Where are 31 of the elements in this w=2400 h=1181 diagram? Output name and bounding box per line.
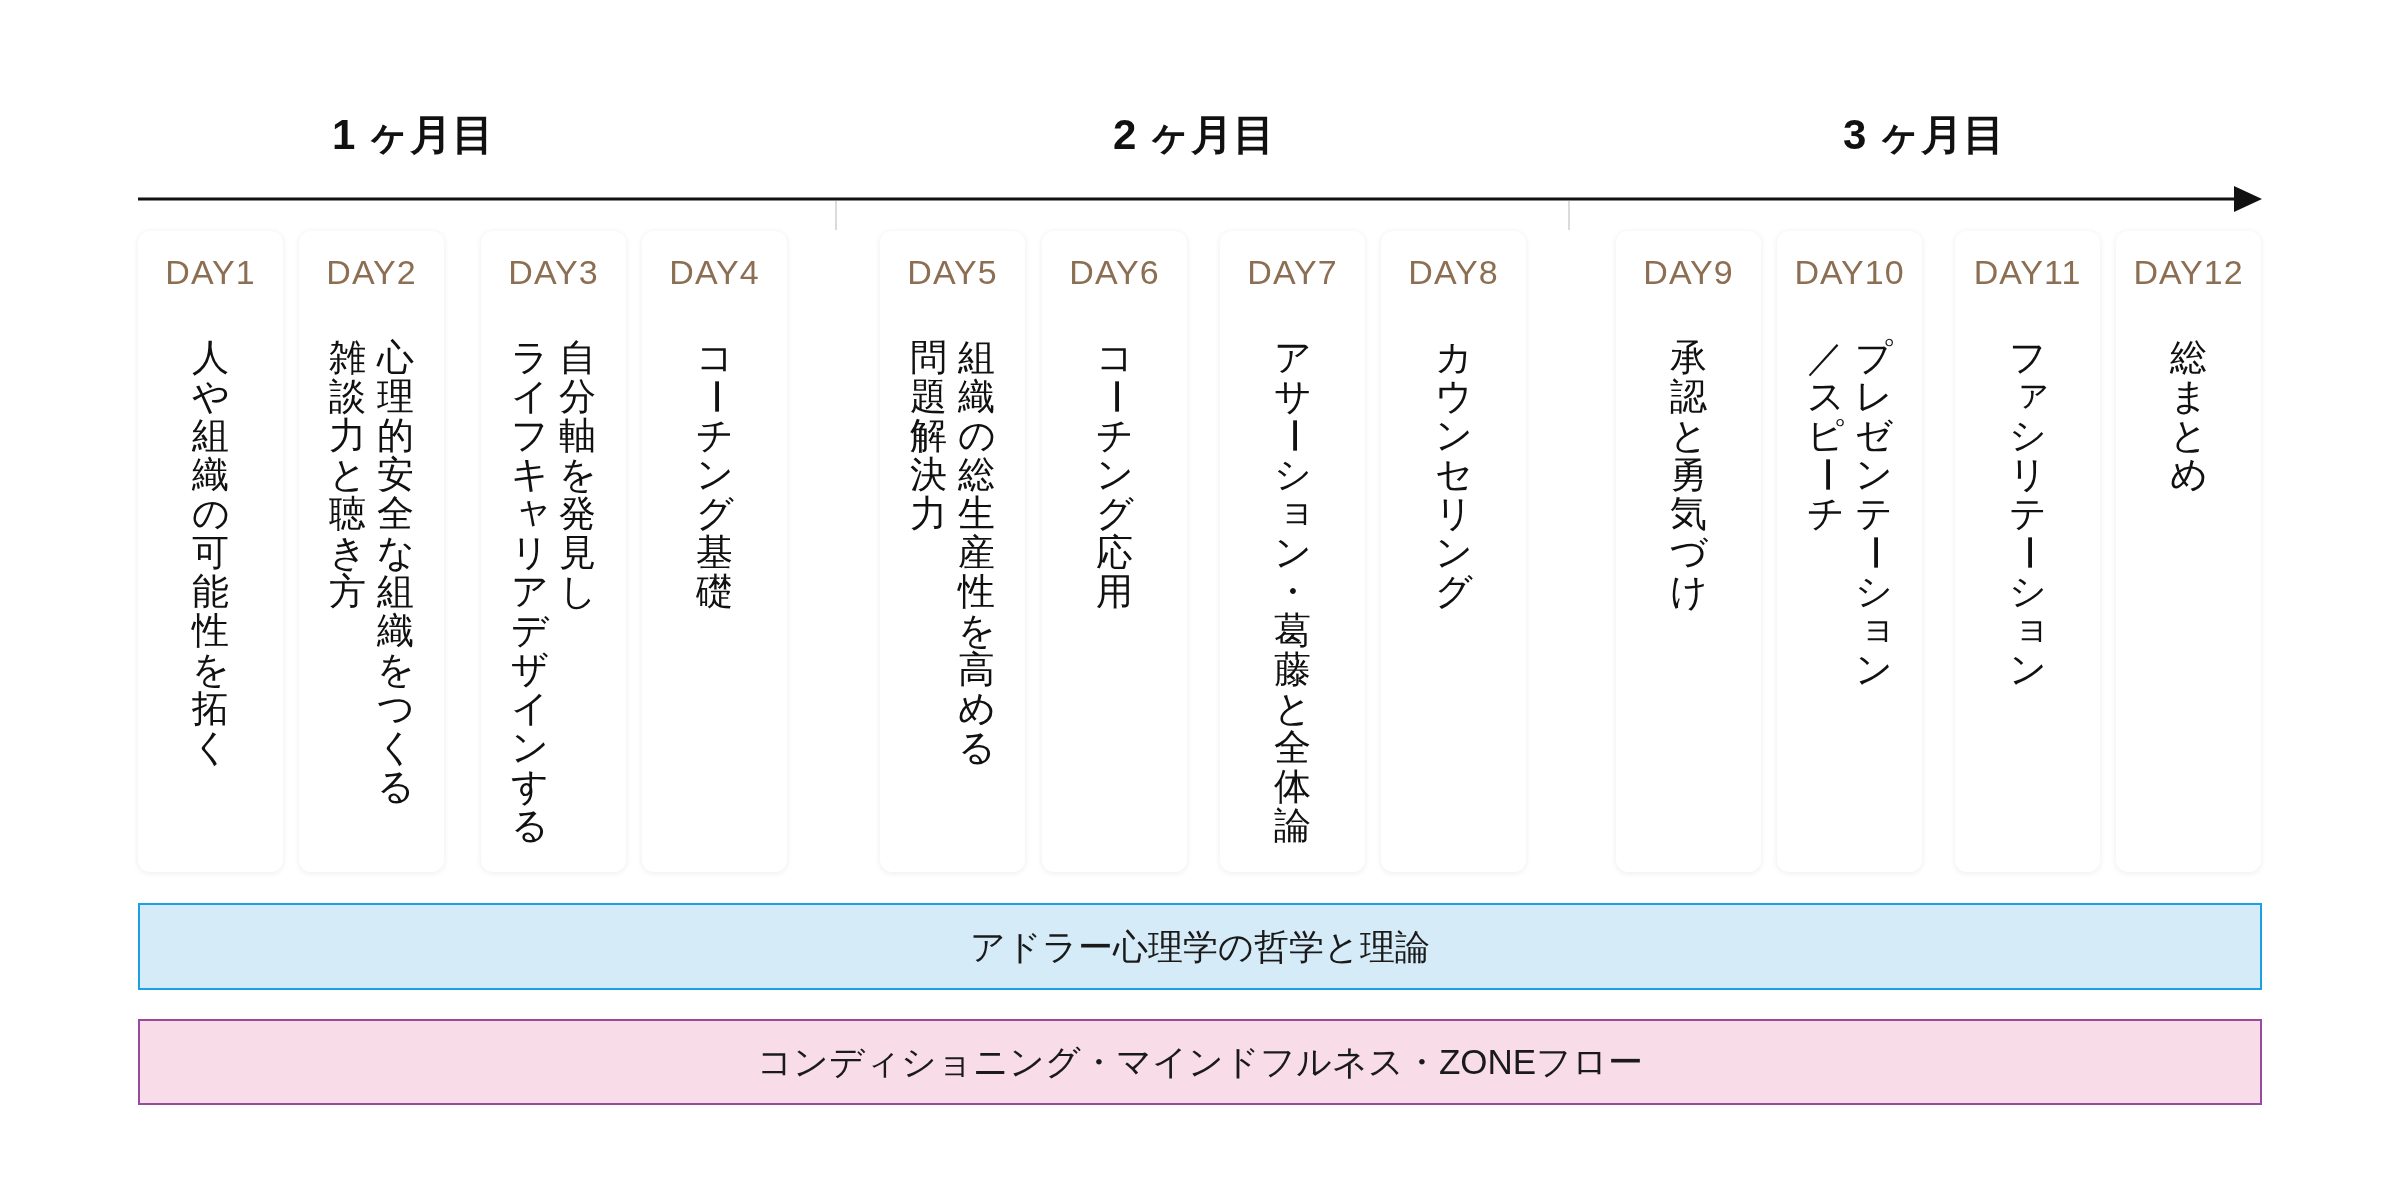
day-label: DAY1 — [165, 252, 256, 292]
day-label: DAY10 — [1794, 252, 1905, 292]
month-heading: 3 ヶ月目 — [1843, 110, 2005, 160]
day-label: DAY2 — [326, 252, 417, 292]
day-label: DAY11 — [1973, 252, 2082, 292]
theme-text: コンディショニング・マインドフルネス・ZONEフロー — [756, 1041, 1644, 1083]
day-label: DAY8 — [1408, 252, 1499, 292]
day-label: DAY9 — [1643, 252, 1734, 292]
month-heading: 1 ヶ月目 — [332, 110, 494, 160]
theme-band — [138, 1019, 2262, 1105]
month-heading: 2 ヶ月目 — [1113, 110, 1275, 160]
day-label: DAY4 — [669, 252, 760, 292]
topic-text: 総まとめ — [2169, 338, 2208, 494]
day-label: DAY3 — [508, 252, 599, 292]
topic-text: コーチング応用 — [1095, 338, 1134, 611]
topic-text: 心理的安全な組織をつくる雑談力と聴き方 — [328, 338, 415, 806]
theme-text: アドラー心理学の哲学と理論 — [970, 925, 1430, 968]
theme-band — [138, 903, 2262, 990]
topic-text: 自分軸を発見しライフキャリアデザインする — [510, 338, 597, 845]
topic-text: アサーション・葛藤と全体論 — [1273, 338, 1312, 845]
day-label: DAY5 — [907, 252, 998, 292]
topic-text: プレゼンテーション／スピーチ — [1806, 338, 1893, 689]
topic-text: カウンセリング — [1434, 338, 1473, 611]
day-label: DAY6 — [1069, 252, 1160, 292]
topic-text: 人や組織の可能性を拓く — [191, 338, 230, 767]
topic-text: ファシリテーション — [2008, 338, 2047, 689]
topic-text: コーチング基礎 — [695, 338, 734, 611]
topic-text: 承認と勇気づけ — [1669, 338, 1708, 611]
day-label: DAY7 — [1247, 252, 1338, 292]
day-label: DAY12 — [2133, 252, 2244, 292]
topic-text: 組織の総生産性を高める問題解決力 — [909, 338, 996, 767]
